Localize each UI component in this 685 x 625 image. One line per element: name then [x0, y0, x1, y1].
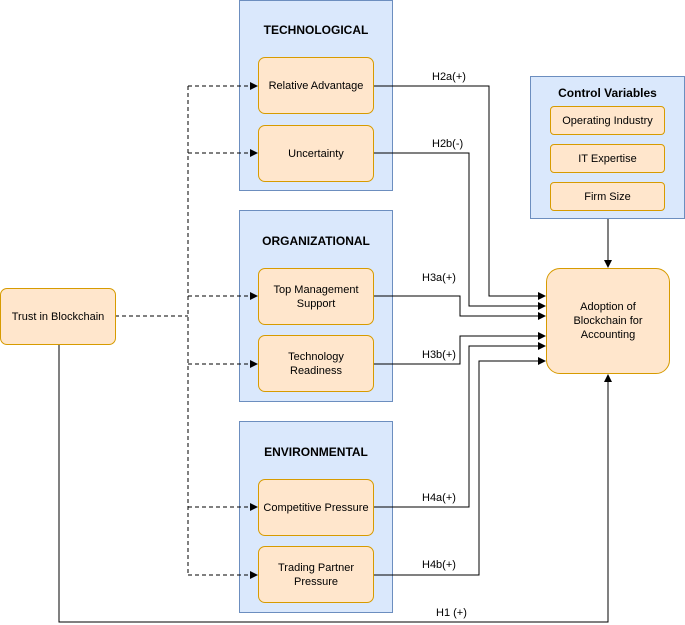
node-top-management-support: Top Management Support [258, 268, 374, 325]
node-adoption-of-blockchain: Adoption of Blockchain for Accounting [546, 268, 670, 374]
node-relative-advantage: Relative Advantage [258, 57, 374, 114]
technological-title: TECHNOLOGICAL [263, 23, 369, 37]
label-h3a: H3a(+) [422, 272, 456, 284]
node-competitive-pressure: Competitive Pressure [258, 479, 374, 536]
node-trading-partner-pressure: Trading Partner Pressure [258, 546, 374, 603]
edge-h2a [374, 85, 546, 300]
environmental-title: ENVIRONMENTAL [264, 445, 368, 459]
edge-h3a [374, 295, 546, 320]
node-operating-industry: Operating Industry [550, 106, 665, 135]
label-h4a: H4a(+) [422, 492, 456, 504]
node-uncertainty: Uncertainty [258, 125, 374, 182]
node-it-expertise: IT Expertise [550, 144, 665, 173]
label-h2b: H2b(-) [432, 138, 464, 150]
control-variables-title: Control Variables [558, 86, 657, 100]
label-h4b: H4b(+) [422, 559, 456, 571]
edge-h2b [374, 152, 546, 310]
node-firm-size: Firm Size [550, 182, 665, 211]
label-h1: H1 (+) [436, 607, 467, 619]
node-technology-readiness: Technology Readiness [258, 335, 374, 392]
organizational-title: ORGANIZATIONAL [262, 234, 370, 248]
edge-h4b [374, 357, 546, 576]
edge-h4a [374, 342, 546, 508]
label-h2a: H2a(+) [432, 71, 466, 83]
label-h3b: H3b(+) [422, 349, 456, 361]
node-trust-in-blockchain: Trust in Blockchain [0, 288, 116, 345]
edge-h3b [374, 332, 546, 365]
